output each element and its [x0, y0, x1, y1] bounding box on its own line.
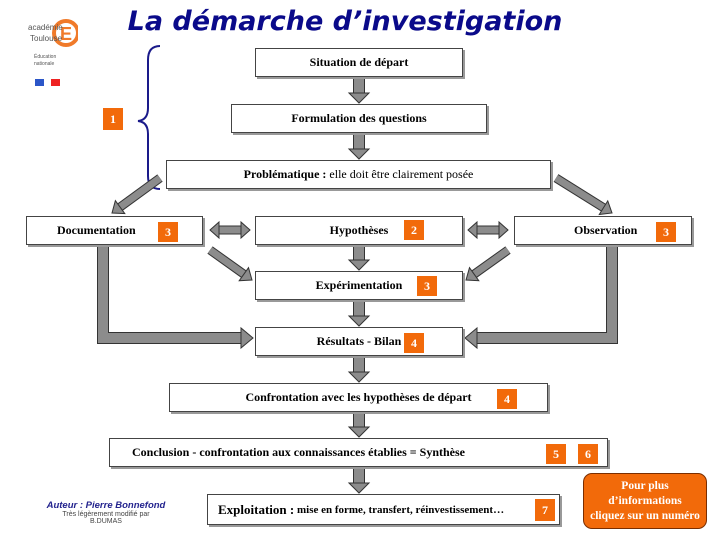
down-arrow [347, 371, 371, 383]
svg-text:nationale: nationale [34, 61, 55, 67]
label: Exploitation : [218, 501, 295, 517]
arrow-obs-to-resultats-shaft [477, 246, 617, 343]
double-arrow-doc-hyp [240, 220, 251, 240]
double-arrow-hyp-obs [498, 220, 509, 240]
down-arrow [347, 426, 371, 438]
badge-4-confrontation[interactable]: 4 [497, 389, 517, 409]
svg-text:Éducation: Éducation [34, 53, 56, 60]
label: Documentation [57, 223, 136, 237]
label-detail: elle doit être clairement posée [326, 167, 474, 181]
badge-5[interactable]: 5 [546, 444, 566, 464]
box-situation: Situation de départ [255, 48, 463, 77]
svg-text:Toulouse: Toulouse [30, 34, 63, 43]
arrow-obs-to-exp [465, 266, 480, 282]
page-title: La démarche d’investigation [127, 6, 563, 37]
label: Formulation des questions [291, 111, 427, 125]
label: Expérimentation [315, 278, 403, 292]
down-arrow [347, 315, 371, 327]
label: Problématique : [243, 167, 327, 181]
box-resultats: Résultats - Bilan [255, 327, 463, 356]
label: Observation [574, 223, 638, 237]
label: Confrontation avec les hypothèses de dép… [245, 390, 472, 404]
badge-3-observation[interactable]: 3 [656, 222, 676, 242]
badge-4-resultats[interactable]: 4 [404, 333, 424, 353]
badge-3-experimentation[interactable]: 3 [417, 276, 437, 296]
label: Hypothèses [329, 223, 389, 237]
arrow-doc-to-resultats-shaft [98, 246, 241, 343]
label: Conclusion - confrontation aux connaissa… [132, 445, 465, 459]
badge-3-documentation[interactable]: 3 [158, 222, 178, 242]
arrow-obs-to-resultats [464, 326, 478, 350]
more-info-button[interactable]: Pour plus d’informations cliquez sur un … [583, 473, 707, 529]
academie-toulouse-logo: E académie Toulouse Éducation nationale [28, 19, 78, 86]
badge-1[interactable]: 1 [103, 108, 123, 130]
arrow-doc-to-exp-shaft [207, 247, 246, 278]
arrow-to-observation-shaft [554, 175, 606, 211]
box-problematique: Problématique : elle doit être clairemen… [166, 160, 551, 189]
down-arrow [347, 92, 371, 104]
down-arrow [347, 259, 371, 271]
arrow-doc-to-resultats [240, 326, 254, 350]
arrow-to-observation [598, 199, 613, 216]
double-arrow-hyp-obs [467, 220, 478, 240]
author-credit: Auteur : Pierre Bonnefond Très légèremen… [40, 500, 172, 525]
author-editor: B.DUMAS [90, 518, 122, 525]
down-arrow [347, 148, 371, 160]
arrow-to-documentation-shaft [118, 175, 163, 210]
label-detail: mise en forme, transfert, réinvestisseme… [294, 503, 505, 516]
box-conclusion: Conclusion - confrontation aux connaissa… [109, 438, 608, 467]
down-arrow [347, 482, 371, 494]
box-hypotheses: Hypothèses [255, 216, 463, 245]
badge-7[interactable]: 7 [535, 499, 555, 521]
label: Résultats - Bilan [316, 334, 402, 348]
arrow-to-documentation [111, 199, 126, 215]
badge-2[interactable]: 2 [404, 220, 424, 240]
box-formulation: Formulation des questions [231, 104, 487, 133]
more-info-label: Pour plus d’informations cliquez sur un … [590, 479, 700, 522]
box-confrontation: Confrontation avec les hypothèses de dép… [169, 383, 548, 412]
arrow-obs-to-exp-shaft [472, 247, 511, 278]
box-exploitation: Exploitation : mise en forme, transfert,… [207, 494, 560, 525]
author-note: Très légèrement modifié par [62, 511, 150, 518]
brace [137, 45, 161, 190]
svg-text:E: E [60, 24, 72, 44]
svg-text:académie: académie [28, 23, 63, 32]
double-arrow-doc-hyp [209, 220, 220, 240]
arrow-doc-to-exp [238, 266, 253, 282]
label: Situation de départ [309, 55, 409, 69]
author-name: Auteur : Pierre Bonnefond [46, 500, 166, 511]
badge-6[interactable]: 6 [578, 444, 598, 464]
